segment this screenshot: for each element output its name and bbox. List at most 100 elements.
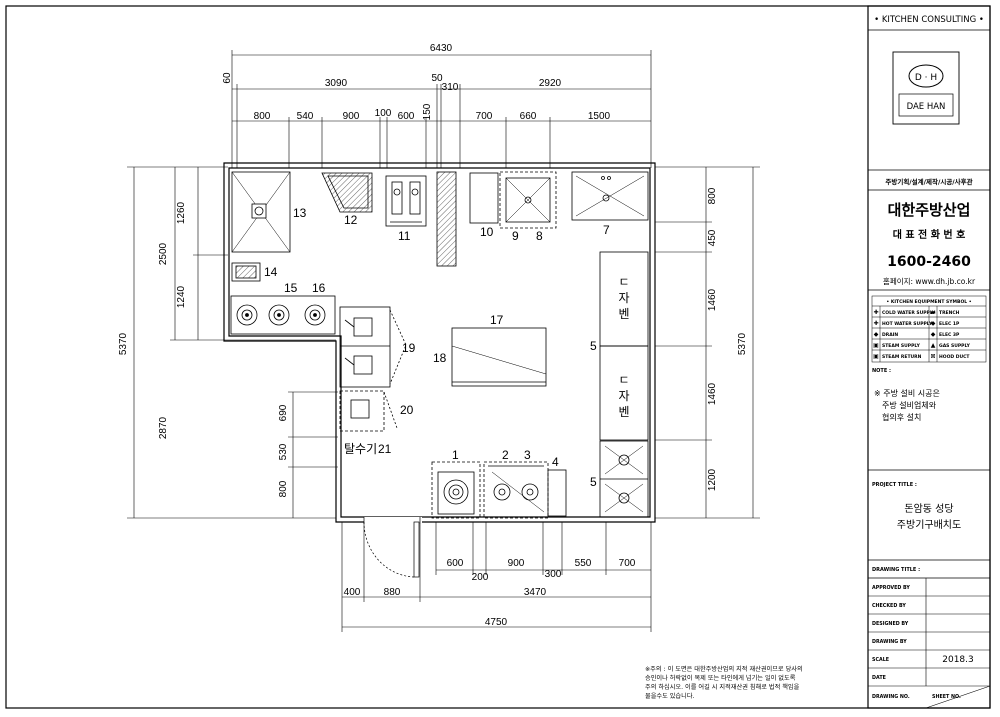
label-1: 1 [452, 448, 459, 462]
row-drawing-no: DRAWING NO. [872, 694, 910, 700]
equip-bench-b [599, 345, 649, 441]
dim-bottom-900: 900 [508, 558, 525, 569]
top-dimensions [231, 50, 652, 168]
row-approved: APPROVED BY [872, 585, 910, 591]
room-walls [223, 162, 656, 523]
row-drawing-by: DRAWING BY [872, 639, 907, 645]
warning-line-2: 승인이나 허락없이 복제 또는 타인에게 넘기는 일이 없도록 [645, 674, 796, 682]
label-17: 17 [490, 313, 504, 327]
label-7: 7 [603, 223, 610, 237]
tb-consulting: • KITCHEN CONSULTING • [874, 15, 984, 25]
dim-50: 50 [431, 73, 443, 84]
symbol-drain: DRAIN [882, 332, 898, 338]
tb-homepage: 홈페이지: www.dh.jb.co.kr [883, 276, 976, 286]
tb-logo: D · H [915, 73, 937, 83]
dehydrator-label: 탈수기 [344, 442, 377, 456]
label-3: 3 [524, 448, 531, 462]
label-15: 15 [284, 281, 298, 295]
equip-1-range [431, 461, 481, 519]
dim-100: 100 [375, 108, 392, 119]
label-20: 20 [400, 403, 414, 417]
cold-water-icon: ✚ [873, 309, 878, 316]
equip-4-table [547, 469, 567, 517]
bench-b-char1: ㄷ [618, 373, 629, 387]
row-scale: SCALE [872, 657, 889, 663]
tb-phone-label: 대 표 전 화 번 호 [893, 228, 966, 241]
bench-b-char3: 벤 [618, 405, 629, 419]
bench-a-char1: ㄷ [618, 275, 629, 289]
project-line-1: 돈암동 성당 [904, 503, 953, 515]
sheet-no-label: SHEET NO. [932, 694, 961, 700]
equip-7-sink [571, 171, 649, 221]
equip-15-16-range [230, 295, 336, 335]
label-8: 8 [536, 229, 543, 243]
symbol-hood-duct: HOOD DUCT [939, 354, 970, 360]
dim-60: 60 [222, 72, 233, 84]
label-10: 10 [480, 225, 494, 239]
elec-1p-icon: ◆ [931, 320, 936, 327]
dim-bottom-200: 200 [472, 572, 489, 583]
sheet-border [5, 5, 991, 709]
bench-a-char2: 자 [618, 291, 629, 305]
dim-right-1460a: 1460 [707, 288, 718, 311]
tb-services: 주방기획/설계/제작/시공/사후관 [885, 177, 972, 186]
hood-duct-icon: ⊠ [930, 353, 935, 360]
equip-13-sink [231, 171, 291, 253]
dim-left-5370: 5370 [118, 332, 129, 355]
label-11: 11 [398, 229, 411, 243]
dim-right-450: 450 [707, 229, 718, 246]
row-checked: CHECKED BY [872, 603, 906, 609]
dim-900: 900 [343, 111, 360, 122]
dim-left-2500: 2500 [158, 242, 169, 265]
tb-phone: 1600-2460 [887, 254, 971, 270]
note-line-2: 주방 설비업체와 [882, 400, 937, 410]
equip-9-sink [499, 171, 557, 229]
dim-310: 310 [442, 82, 459, 93]
trench-icon: ▬ [930, 309, 936, 316]
note-label: NOTE : [872, 368, 891, 374]
tb-logo-sub: DAE HAN [907, 102, 946, 112]
label-13: 13 [293, 206, 307, 220]
dim-bottom-700: 700 [619, 558, 636, 569]
bottom-dimensions [341, 522, 652, 632]
symbol-hot-water: HOT WATER SUPPLY [882, 321, 933, 327]
label-12: 12 [344, 213, 358, 227]
warning-line-4: 물을수도 있습니다. [645, 692, 695, 700]
title-block [867, 5, 991, 709]
company-logo-icon [908, 64, 944, 88]
dim-left-1260: 1260 [176, 201, 187, 224]
dim-right-800: 800 [707, 187, 718, 204]
equip-10-tray [469, 172, 499, 224]
drain-icon: ◆ [874, 331, 879, 338]
label-5-mid: 5 [590, 339, 597, 353]
note-line-1: ※ 주방 설비 시공은 [874, 388, 940, 398]
equip-14-unit [231, 262, 261, 282]
row-date: DATE [872, 675, 886, 681]
row-designed: DESIGNED BY [872, 621, 909, 627]
note-line-3: 협의후 설치 [882, 412, 921, 422]
dim-bottom-300: 300 [545, 569, 562, 580]
symbol-steam-supply: STEAM SUPPLY [882, 343, 921, 349]
dim-left-690: 690 [278, 404, 289, 421]
tb-company: 대한주방산업 [888, 201, 971, 219]
symbol-table [871, 295, 987, 363]
label-16: 16 [312, 281, 326, 295]
warning-line-3: 주의 하십시오. 이를 어길 시 지적재산권 침해로 법적 책임을 [645, 683, 800, 691]
label-5-stove: 5 [590, 475, 597, 489]
symbol-steam-return: STEAM RETURN [882, 354, 922, 360]
dim-bottom-880: 880 [384, 587, 401, 598]
dim-bottom-550: 550 [575, 558, 592, 569]
gas-supply-icon: ▲ [931, 342, 936, 349]
symbol-icons: ✚ ✚ ◆ ▣ ▣ ▬ ◆ ◆ ▲ ⊠ [873, 309, 936, 360]
door [363, 517, 421, 578]
dim-bottom-600: 600 [447, 558, 464, 569]
dim-bottom-400: 400 [344, 587, 361, 598]
label-14: 14 [264, 265, 278, 279]
project-label: PROJECT TITLE : [872, 482, 917, 488]
dim-left-530: 530 [278, 443, 289, 460]
bench-b-char2: 자 [618, 389, 629, 403]
symbol-elec-1p: ELEC 1P [939, 321, 960, 327]
label-9: 9 [512, 229, 519, 243]
dim-3090: 3090 [325, 78, 348, 89]
